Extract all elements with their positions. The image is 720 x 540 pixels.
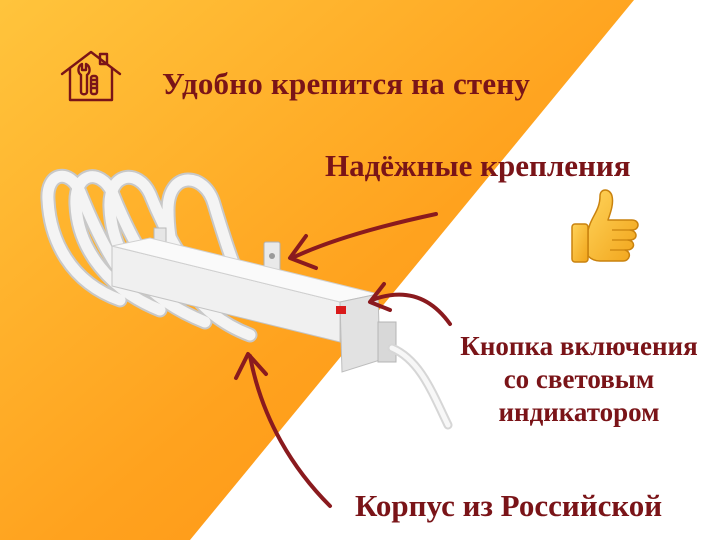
callout-power-button-line-2: со световым [503,364,655,394]
orange-diagonal-field [0,0,634,540]
callout-power-button-line-3: индикатором [498,397,660,427]
arrow-to-mounts [288,212,438,270]
page-title: Удобно крепится на стену [162,66,531,101]
callout-power-button-line-1: Кнопка включения [460,331,698,361]
power-button-indicator [336,306,346,314]
callout-body: Корпус из Российской [355,488,663,523]
housing-bar [111,237,397,373]
callout-power-button: Кнопка включения со световым индикатором [446,330,712,429]
callout-mounts: Надёжные крепления [325,148,631,183]
arrow-to-body [234,352,332,508]
house-wrench-icon [58,48,124,109]
thumbs-up-icon [566,186,646,277]
arrow-to-button [368,282,452,326]
